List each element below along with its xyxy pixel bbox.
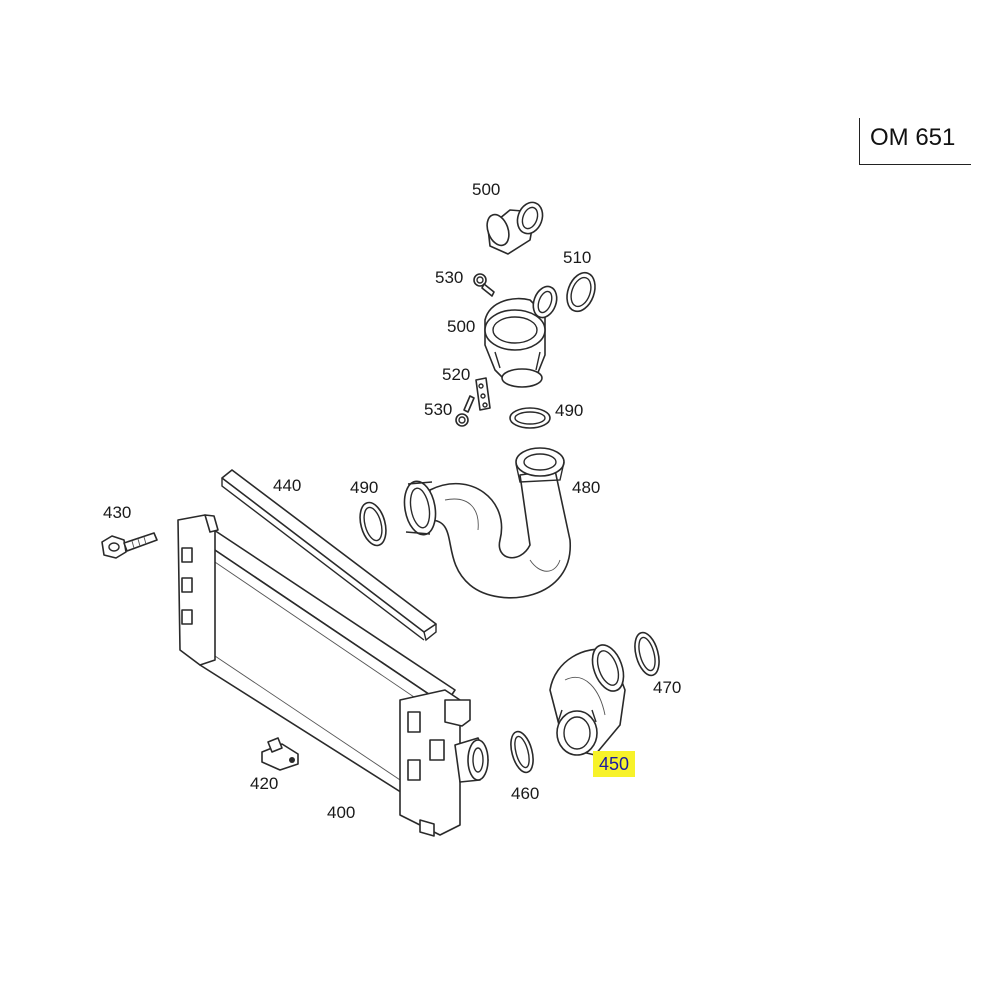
callout-450-highlighted[interactable]: 450 <box>593 751 636 777</box>
bracket-420 <box>261 737 299 771</box>
callout-420[interactable]: 420 <box>250 774 279 793</box>
engine-code-frame-underline <box>859 164 971 165</box>
callout-440[interactable]: 440 <box>273 476 302 495</box>
callout-530-bottom[interactable]: 530 <box>424 400 453 419</box>
charge-air-cooler-400 <box>177 514 489 837</box>
screw-530-top <box>473 273 495 297</box>
callout-490-left[interactable]: 490 <box>350 478 379 497</box>
callout-460[interactable]: 460 <box>511 784 540 803</box>
callout-480[interactable]: 480 <box>572 478 601 497</box>
engine-code-label: OM 651 <box>870 124 956 151</box>
screw-530-bottom <box>455 395 475 427</box>
callout-470[interactable]: 470 <box>653 678 682 697</box>
elbow-hose-450 <box>549 644 626 756</box>
callout-520[interactable]: 520 <box>442 365 471 384</box>
o-ring-510 <box>566 271 596 313</box>
elbow-500-mid <box>484 285 558 388</box>
callout-490-right[interactable]: 490 <box>555 401 584 420</box>
seal-ring-490-left <box>359 501 387 547</box>
callout-400[interactable]: 400 <box>327 803 356 822</box>
callout-500-mid[interactable]: 500 <box>447 317 476 336</box>
charge-air-pipe-480 <box>403 447 571 599</box>
seal-ring-460 <box>510 730 534 774</box>
callout-500-top[interactable]: 500 <box>472 180 501 199</box>
seal-ring-470 <box>634 631 660 677</box>
callout-510[interactable]: 510 <box>563 248 592 267</box>
engine-code-frame <box>859 118 860 164</box>
callout-530-top[interactable]: 530 <box>435 268 464 287</box>
callout-430[interactable]: 430 <box>103 503 132 522</box>
elbow-500-top <box>486 201 544 255</box>
bolt-430 <box>101 532 158 559</box>
gasket-520 <box>475 377 491 411</box>
seal-ring-490-right <box>509 407 551 429</box>
foam-strip-440 <box>221 469 437 642</box>
